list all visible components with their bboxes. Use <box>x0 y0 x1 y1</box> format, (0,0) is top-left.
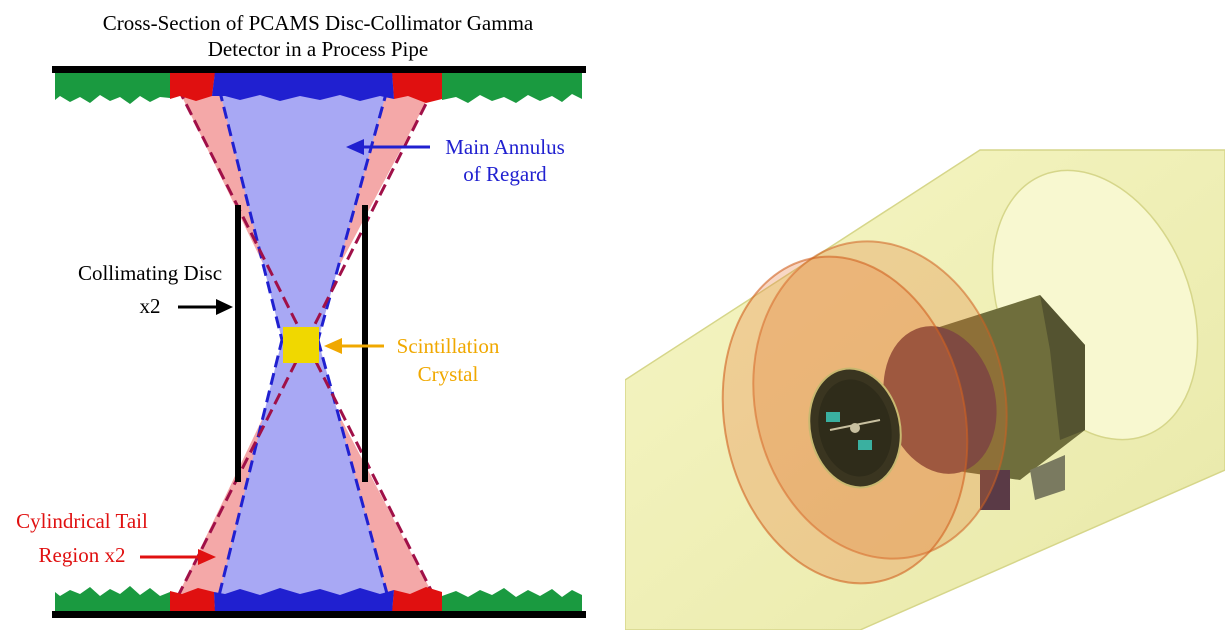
title-line-2: Detector in a Process Pipe <box>208 37 428 61</box>
tail-wall-top-left <box>170 72 215 101</box>
main-annulus-callout: Main Annulus of Regard <box>346 135 565 186</box>
tail-boundary-lines <box>168 71 444 613</box>
main-annulus-label-1: Main Annulus <box>445 135 565 159</box>
pipe-deposit-top-left <box>55 72 170 104</box>
pipe-deposit-bottom-left <box>55 586 170 612</box>
pipe-deposit-top-right <box>442 72 582 103</box>
collimating-disc-left <box>235 205 241 482</box>
scintillation-label-1: Scintillation <box>397 334 500 358</box>
scintillation-label-2: Crystal <box>418 362 479 386</box>
annulus-wall-bottom <box>214 588 394 612</box>
detector-front-flange <box>808 367 902 489</box>
collimating-disc-callout: Collimating Disc x2 <box>78 261 233 318</box>
tail-wall-bottom-left <box>170 588 215 612</box>
tail-label-1: Cylindrical Tail <box>16 509 148 533</box>
main-annulus-top <box>215 72 392 340</box>
main-annulus-label-2: of Regard <box>463 162 547 186</box>
collimating-disc-label-1: Collimating Disc <box>78 261 222 285</box>
tail-wall-bottom-right <box>392 587 442 612</box>
pipe-wall-bottom <box>52 611 586 618</box>
scintillation-callout: Scintillation Crystal <box>324 334 500 386</box>
tail-wall-top-right <box>392 72 442 103</box>
tail-label-2: Region x2 <box>39 543 126 567</box>
collimating-disc-label-2: x2 <box>140 294 161 318</box>
title-line-1: Cross-Section of PCAMS Disc-Collimator G… <box>103 11 534 35</box>
annulus-boundary-lines <box>213 71 394 613</box>
cross-section-diagram: Cross-Section of PCAMS Disc-Collimator G… <box>16 11 586 618</box>
scintillation-crystal <box>283 327 319 363</box>
annulus-wall-top <box>212 72 394 101</box>
pipe-wall-top <box>52 66 586 73</box>
pipe-deposit-bottom-right <box>442 588 582 612</box>
collimating-disc-right <box>362 205 368 482</box>
pipe-3d-render <box>625 149 1225 630</box>
detector-assembly <box>883 295 1085 510</box>
tail-callout: Cylindrical Tail Region x2 <box>16 509 216 567</box>
main-annulus-bottom <box>215 340 392 612</box>
